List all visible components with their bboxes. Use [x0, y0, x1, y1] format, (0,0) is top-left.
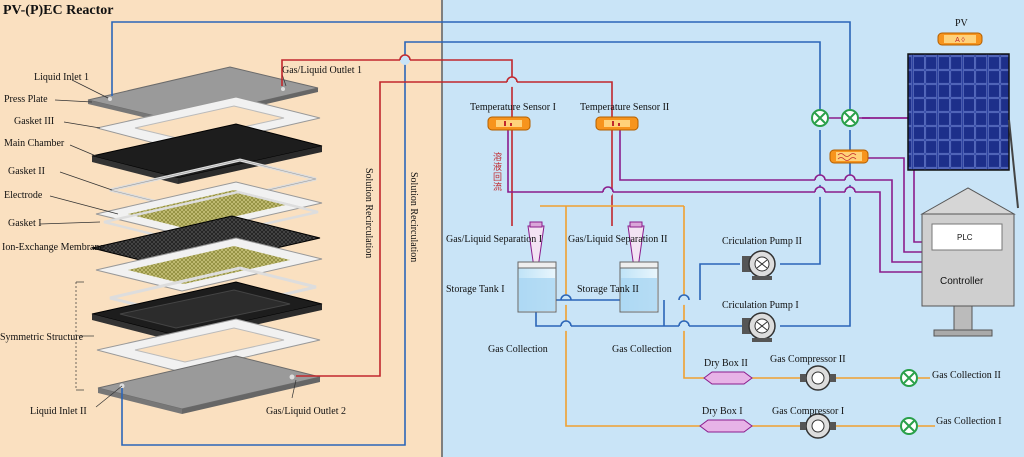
label-controller: Controller — [940, 276, 984, 287]
main-chamber — [91, 123, 323, 184]
label-dry-box-2: Dry Box II — [704, 358, 748, 369]
label-compressor-1: Gas Compressor I — [772, 406, 844, 417]
label-gas-collection-1: Gas Collection I — [936, 416, 1002, 427]
purple-pipes — [507, 117, 936, 273]
label-membrane: Ion-Exchange Membrane — [2, 242, 104, 253]
label-gas-collection-b: Gas Collection — [612, 344, 672, 355]
heater-sensor-icon — [829, 149, 869, 164]
electrode-2 — [95, 237, 323, 292]
label-press-plate: Press Plate — [4, 94, 48, 105]
pipe-hops — [400, 55, 855, 331]
label-gasket-1: Gasket I — [8, 218, 42, 229]
leader-lines — [39, 73, 297, 408]
gas-compressor-2-icon — [800, 365, 836, 391]
label-temp-sensor-2: Temperature Sensor II — [580, 102, 669, 113]
label-symmetric: Symmetric Structure — [0, 332, 84, 343]
label-main-chamber: Main Chamber — [4, 138, 65, 149]
label-storage-1: Storage Tank I — [446, 284, 505, 295]
label-pv: PV — [955, 18, 969, 29]
label-plc: PLC — [957, 233, 973, 242]
label-outlet-2: Gas/Liquid Outlet 2 — [266, 406, 346, 417]
label-outlet-1: Gas/Liquid Outlet 1 — [282, 65, 362, 76]
valve-4-icon — [900, 417, 918, 435]
storage-tank-1-icon — [517, 261, 557, 313]
label-electrode: Electrode — [4, 190, 43, 201]
label-pump-2: Criculation Pump II — [722, 236, 802, 247]
label-gas-collection-a: Gas Collection — [488, 344, 548, 355]
label-gls-2: Gas/Liquid Separation II — [568, 234, 667, 245]
gas-compressor-1-icon — [800, 413, 836, 439]
label-temp-sensor-1: Temperature Sensor I — [470, 102, 556, 113]
label-storage-2: Storage Tank II — [577, 284, 639, 295]
label-dry-box-1: Dry Box I — [702, 406, 743, 417]
dry-box-1-icon — [699, 419, 753, 433]
page-title: PV-(P)EC Reactor — [3, 3, 114, 18]
svg-text:A ◊: A ◊ — [955, 37, 965, 44]
pv-panel-icon — [907, 53, 1019, 209]
pv-meter-icon: A ◊ — [937, 32, 983, 46]
press-plate-2 — [97, 355, 321, 414]
label-gas-collection-2: Gas Collection II — [932, 370, 1001, 381]
label-pump-1: Criculation Pump I — [722, 300, 799, 311]
valve-1-icon — [811, 109, 829, 127]
valve-3-icon — [900, 369, 918, 387]
circulation-pump-1-icon — [742, 312, 776, 342]
label-gls-1: Gas/Liquid Separation I — [446, 234, 542, 245]
label-compressor-2: Gas Compressor II — [770, 354, 846, 365]
label-gasket-3: Gasket III — [14, 116, 54, 127]
label-liquid-inlet-2: Liquid Inlet II — [30, 406, 87, 417]
controller-icon — [920, 187, 1016, 337]
temperature-sensor-1-icon — [487, 116, 531, 131]
label-recirc-1: Solution Recirculation — [363, 168, 374, 258]
gasket-3b — [96, 318, 321, 373]
pipe-hop-arcs — [399, 54, 856, 327]
label-recirc-2: Solution Recirculation — [408, 172, 419, 262]
label-gasket-2: Gasket II — [8, 166, 45, 177]
temperature-sensor-2-icon — [595, 116, 639, 131]
dry-box-2-icon — [703, 371, 753, 385]
orange-pipes — [540, 205, 935, 427]
electrode — [95, 181, 323, 236]
circulation-pump-2-icon — [742, 250, 776, 280]
label-liquid-inlet-1: Liquid Inlet 1 — [34, 72, 89, 83]
label-reflux-note: 溶液回流 — [492, 151, 502, 192]
valve-2-icon — [841, 109, 859, 127]
storage-tank-2-icon — [619, 261, 659, 313]
